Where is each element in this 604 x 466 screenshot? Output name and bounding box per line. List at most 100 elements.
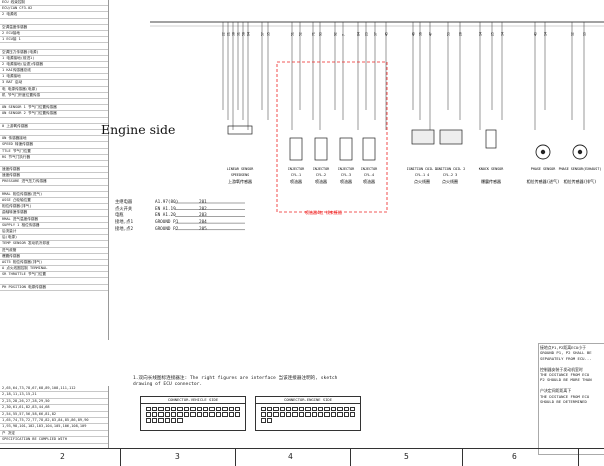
pin-list-row: 2,65,64,73,78,67,68,89,108,111,112: [0, 386, 108, 393]
wire-number: 64: [247, 32, 251, 36]
component-code: PHASE SENSOR: [531, 167, 556, 171]
ruler-tick: [578, 449, 579, 466]
right-notes-frame: [538, 343, 604, 455]
connector-pin: [292, 412, 298, 417]
ignition-coil-icon: [439, 129, 463, 145]
connector-pin: [318, 406, 324, 412]
component-sub: SPEEDSENS: [231, 173, 249, 177]
ground-note-line: SEPARATELY FROM ECU...: [540, 355, 592, 361]
connector-pin: [209, 412, 215, 417]
connector-pin: [203, 412, 209, 417]
component-sub: CYL.1: [291, 173, 301, 177]
wire-number: 30: [232, 32, 236, 36]
component-sub: CYL.1 4: [415, 173, 429, 177]
wire-number: 37: [374, 32, 378, 36]
connector-pin: [158, 406, 164, 412]
signal-row: 3 BAT 启动: [0, 80, 108, 87]
connector-pin: [337, 406, 343, 412]
connector-pin: [145, 418, 151, 423]
connector-pin: [266, 406, 273, 412]
component-sub: CYL.2: [316, 173, 326, 177]
legend-name: 主继电器: [115, 200, 133, 205]
connector-note: 1.双向长线图标连接器注: The right figures are inte…: [133, 376, 338, 388]
component-name: 相位传感器(排气): [564, 178, 597, 184]
connector-pin: [286, 406, 292, 412]
connector-pin: [171, 412, 177, 417]
signal-row: [0, 278, 108, 285]
connector-pin: [343, 406, 349, 412]
signal-row: ON 传感器接地: [0, 136, 108, 143]
connector-pin: [222, 406, 228, 412]
component-name: 点火线圈: [414, 178, 430, 184]
wire-number: 25: [491, 32, 495, 36]
connector-pin: [190, 412, 196, 417]
wire-number: 35: [267, 32, 271, 36]
connector-pin: [234, 412, 241, 417]
wire-number: 92: [334, 32, 338, 36]
legend-code: A1.97(80): [155, 200, 179, 205]
component-code: INJECTOR: [288, 167, 305, 171]
pin-list-row: 2,18,11,13,15,21: [0, 392, 108, 399]
signal-row: 空调压力传感器(电源): [0, 50, 108, 56]
connector-vehicle-side: CONNECTOR-VEHICLE SIDE: [140, 396, 246, 431]
ground-note-line: 户决定间距距离下: [540, 388, 572, 394]
component-code: INJECTOR: [313, 167, 330, 171]
connector-pin: [286, 412, 292, 417]
signal-row: AST5 相位传感器(排气): [0, 260, 108, 267]
connector-pin: [158, 412, 164, 417]
signal-row: TEMP SENSOR 发动机冷却液: [0, 241, 108, 248]
connector-pin: [298, 412, 305, 417]
pin-list-row: 2,30,61,61,82,83,44,68: [0, 405, 108, 412]
legend-code: EN A1.20: [155, 213, 176, 219]
connector-pin: [349, 412, 356, 417]
signal-row: [0, 130, 108, 137]
connector-pin: [145, 406, 151, 412]
ground-note-line: THE DISTANCE FROM ECU: [540, 372, 590, 378]
component-code: KNOCK SENSOR: [479, 167, 504, 171]
legend-code: EN A1.19: [155, 206, 176, 212]
connector-pin: [305, 406, 311, 412]
oxygen-sensor-icon: [227, 125, 253, 135]
wire-number: 93: [319, 32, 323, 36]
connector-pin: [171, 406, 177, 412]
legend-pin: 205: [199, 226, 207, 232]
connector-pin: [260, 406, 266, 412]
connector-pin: [190, 406, 196, 412]
ground-note-line: SHOULD BE DETERMINED: [540, 399, 587, 405]
component-code: IGNITION COIL 1: [407, 167, 438, 171]
ground-note-line: P2 SHOULD BE MORE THAN: [540, 377, 592, 383]
ground-note-line: GROUND P1, P2 SHALL BE: [540, 350, 592, 356]
connector-pin: [330, 412, 337, 417]
wire-number: 84: [357, 32, 361, 36]
wire-number: 57: [261, 32, 265, 36]
pin-list-row: 1,93,98,101,102,103,104,105,106,108,109: [0, 424, 108, 431]
wire-number: 14: [544, 32, 548, 36]
connector-pin: [158, 418, 164, 423]
wire-number: 46: [412, 32, 416, 36]
connector-engine-side: CONNECTOR-ENGINE SIDE: [255, 396, 361, 431]
signal-row: 爆震传感器: [0, 254, 108, 260]
pin-list-row: SPECIFICATION BE COMPLIED WITH: [0, 437, 108, 444]
column-number: 5: [404, 452, 409, 461]
component-code: INJECTOR: [338, 167, 355, 171]
connector-pin: [318, 412, 324, 417]
component-sub: CYL.3: [341, 173, 351, 177]
signal-row: RS 节气门执行器: [0, 155, 108, 161]
connector-pin: [222, 412, 228, 417]
connector-pin: [273, 406, 279, 412]
connector-pin: [177, 406, 183, 412]
column-number: 2: [60, 452, 65, 461]
signal-row: 0 上游氧传感器: [0, 124, 108, 130]
connector-pin: [305, 412, 311, 417]
wire-number: 47: [429, 32, 433, 36]
column-number: 3: [175, 452, 180, 461]
